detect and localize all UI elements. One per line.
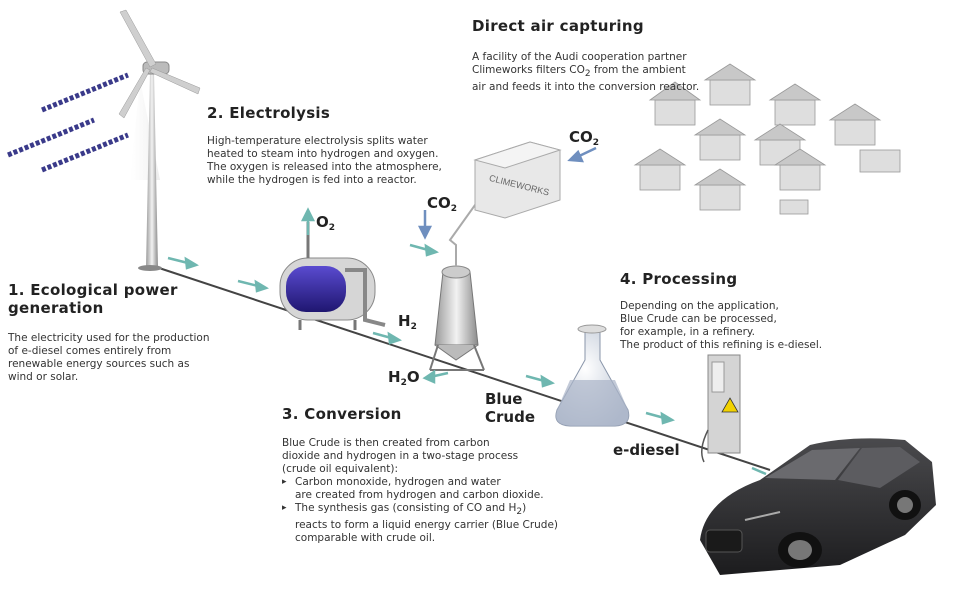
blue-crude-line-1: Blue (485, 390, 523, 408)
processing-line: The product of this refining is e-diesel… (620, 339, 823, 351)
process-pipeline (149, 264, 771, 471)
o2-label: O2 (316, 213, 335, 233)
processing-title: 4. Processing (620, 270, 738, 288)
electrolysis-tank (279, 222, 386, 330)
power-line: The electricity used for the production (8, 332, 210, 344)
conversion-bullet-1-line: are created from hydrogen and carbon dio… (295, 489, 544, 501)
conversion-bullet-1: Carbon monoxide, hydrogen and water are … (282, 476, 572, 502)
h2-sub: 2 (410, 322, 417, 332)
direct-air-line-2-sub: 2 (584, 69, 591, 79)
conversion-bullet-2-a: The synthesis gas (consisting of CO and … (295, 502, 517, 514)
h2-label: H2 (398, 312, 417, 332)
blue-crude-label: Blue Crude (485, 390, 535, 426)
power-title-line-1: 1. Ecological power (8, 281, 178, 299)
h2o-end: O (406, 368, 420, 386)
fuel-pump (701, 354, 741, 463)
o2-main: O (316, 213, 329, 231)
power-text: The electricity used for the production … (8, 332, 210, 384)
h2o-sub: 2 (400, 378, 407, 388)
h2o-main: H (388, 368, 401, 386)
electrolysis-line: The oxygen is released into the atmosphe… (207, 161, 442, 173)
power-line: wind or solar. (8, 371, 79, 383)
conversion-reactor (429, 199, 485, 371)
co2-label-reactor: CO2 (427, 194, 457, 214)
electrolysis-line: High-temperature electrolysis splits wat… (207, 135, 428, 147)
conversion-intro-line: Blue Crude is then created from carbon (282, 437, 490, 449)
conversion-bullet-2-sub: 2 (516, 507, 523, 517)
village-houses (633, 63, 901, 215)
co2-reactor-main: CO (427, 194, 451, 212)
car (700, 438, 936, 575)
power-title-line-2: generation (8, 299, 104, 317)
direct-air-line-3: air and feeds it into the conversion rea… (472, 81, 700, 93)
processing-line: for example, in a refinery. (620, 326, 755, 338)
processing-line: Depending on the application, (620, 300, 779, 312)
power-line: of e-diesel comes entirely from (8, 345, 172, 357)
conversion-intro-line: dioxide and hydrogen in a two-stage proc… (282, 450, 519, 462)
conversion-title: 3. Conversion (282, 405, 402, 423)
h2o-label: H2O (388, 368, 420, 388)
ediesel-label: e-diesel (613, 441, 680, 459)
conversion-bullet-2: The synthesis gas (consisting of CO and … (282, 502, 572, 545)
o2-sub: 2 (328, 223, 336, 233)
processing-line: Blue Crude can be processed, (620, 313, 777, 325)
co2-reactor-sub: 2 (450, 204, 458, 214)
electrolysis-title: 2. Electrolysis (207, 104, 331, 122)
power-title: 1. Ecological power generation (8, 281, 178, 317)
direct-air-line-2a: Climeworks filters CO (472, 64, 585, 76)
direct-air-title: Direct air capturing (472, 17, 644, 35)
direct-air-line-1: A facility of the Audi cooperation partn… (472, 51, 687, 63)
direct-air-text: A facility of the Audi cooperation partn… (472, 51, 699, 94)
conversion-bullet-2-line: comparable with crude oil. (295, 532, 436, 544)
conversion-bullet-1-line: Carbon monoxide, hydrogen and water (295, 476, 501, 488)
conversion-bullets: Carbon monoxide, hydrogen and water are … (282, 476, 572, 545)
conversion-bullet-2-line-1: The synthesis gas (consisting of CO and … (295, 502, 572, 519)
co2-arrows (417, 146, 597, 240)
conversion-text: Blue Crude is then created from carbon d… (282, 437, 572, 545)
conversion-intro-line: (crude oil equivalent): (282, 463, 399, 475)
flow-arrows (167, 207, 767, 476)
direct-air-line-2: Climeworks filters CO2 from the ambient (472, 64, 699, 81)
conversion-bullet-2-b: ) (522, 502, 527, 514)
climeworks-unit: CLIMEWORKS (473, 141, 562, 219)
conversion-bullet-2-line: reacts to form a liquid energy carrier (… (295, 519, 559, 531)
h2-main: H (398, 312, 411, 330)
electrolysis-text: High-temperature electrolysis splits wat… (207, 135, 442, 187)
wind-turbine (7, 9, 201, 271)
co2-air-main: CO (569, 128, 593, 146)
co2-air-sub: 2 (592, 138, 600, 148)
electrolysis-line: while the hydrogen is fed into a reactor… (207, 174, 417, 186)
power-line: renewable energy sources such as (8, 358, 190, 370)
blue-crude-line-2: Crude (485, 408, 535, 426)
processing-text: Depending on the application, Blue Crude… (620, 300, 822, 352)
direct-air-line-2b: from the ambient (590, 64, 686, 76)
electrolysis-line: heated to steam into hydrogen and oxygen… (207, 148, 439, 160)
co2-label-air: CO2 (569, 128, 599, 148)
blue-crude-flask (555, 324, 630, 427)
